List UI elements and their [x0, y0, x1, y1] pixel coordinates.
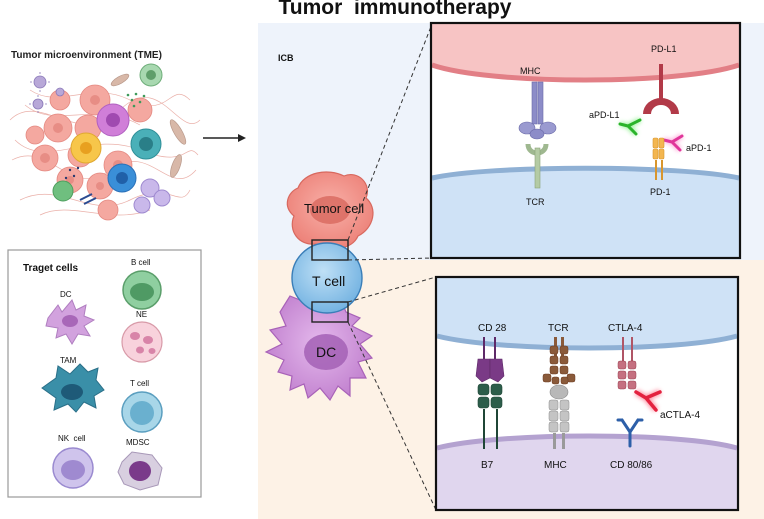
target-cells-panel	[7, 249, 202, 498]
label-pd-l1: PD-L1	[651, 44, 677, 54]
label-cd80-86: CD 80/86	[610, 460, 653, 471]
bottom-inset	[434, 275, 740, 512]
zoom-connectors	[347, 23, 437, 511]
label-b-cell: B cell	[131, 258, 151, 267]
label-tcr-top: TCR	[526, 197, 545, 207]
figure-title: Tumor immunotherapy	[278, 0, 512, 19]
label-t-cell: T cell	[312, 273, 345, 289]
top-inset	[429, 21, 742, 260]
label-icb: ICB	[278, 53, 294, 63]
label-tme: Tumor microenvironment (TME)	[11, 50, 162, 61]
target-panel-title: Traget cells	[23, 263, 78, 274]
label-tam: TAM	[60, 356, 77, 365]
label-t-cell-small: T cell	[130, 379, 149, 388]
label-tcr-bottom: TCR	[548, 323, 569, 334]
label-mdsc: MDSC	[126, 438, 150, 447]
label-tumor-cell: Tumor cell	[304, 201, 364, 216]
label-dc-small: DC	[60, 290, 72, 299]
label-cd28: CD 28	[478, 323, 507, 334]
label-pd-1: PD-1	[650, 187, 671, 197]
label-mhc-top: MHC	[520, 66, 541, 76]
center-cells	[264, 171, 374, 402]
top-inset-frame	[429, 21, 742, 260]
label-apd-l1: aPD-L1	[589, 110, 620, 120]
label-apd-1: aPD-1	[686, 143, 712, 153]
label-nk-cell: NK cell	[58, 434, 86, 443]
label-actla4: aCTLA-4	[660, 410, 700, 421]
zoom-box-upper	[311, 239, 349, 261]
zoom-box-lower	[311, 301, 349, 323]
label-ctla4: CTLA-4	[608, 323, 643, 334]
label-mhc-bottom: MHC	[544, 460, 567, 471]
label-ne: NE	[136, 310, 147, 319]
arrow-right	[203, 134, 246, 142]
label-dc: DC	[316, 344, 336, 360]
bottom-inset-frame	[434, 275, 740, 512]
tme-cluster	[9, 63, 201, 221]
label-b7: B7	[481, 460, 494, 471]
